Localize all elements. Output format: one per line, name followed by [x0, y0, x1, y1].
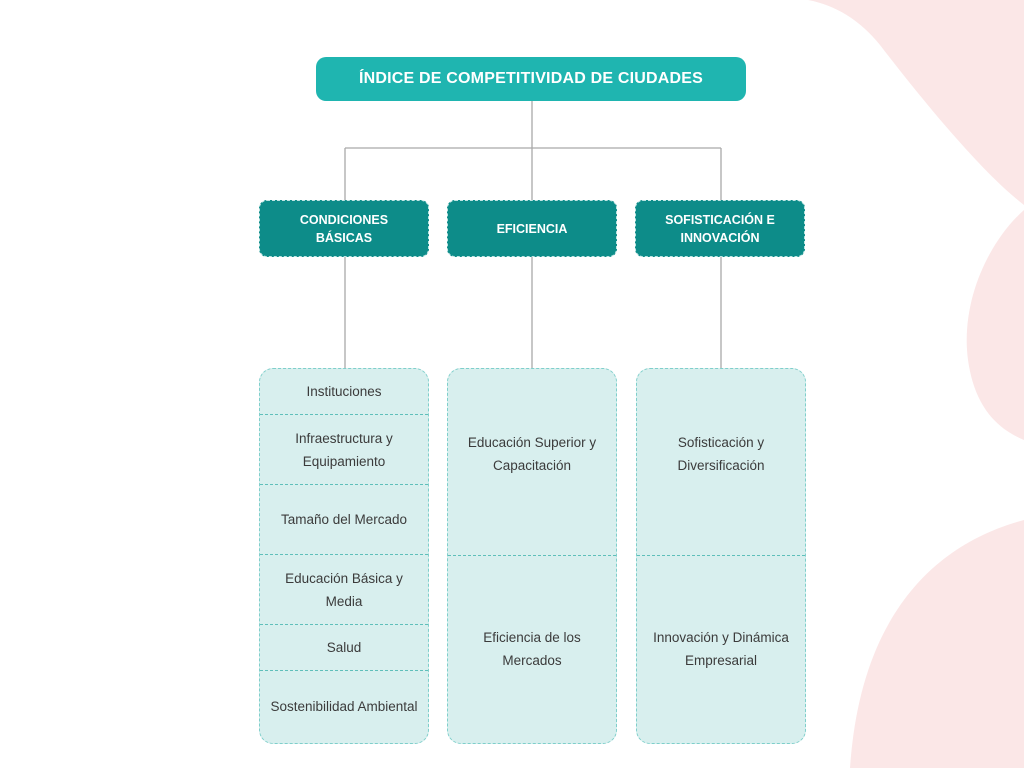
factors-sofisticacion-innovacion: Sofisticación y Diversificación Innovaci…	[636, 368, 806, 744]
factor-sofisticacion: Sofisticación y Diversificación	[637, 369, 805, 556]
root-node: ÍNDICE DE COMPETITIVIDAD DE CIUDADES	[316, 57, 746, 101]
factor-eficiencia-mercados: Eficiencia de los Mercados	[483, 630, 581, 668]
factor-educacion-basica: Educación Básica y Media	[260, 555, 428, 625]
pillar-title: SOFISTICACIÓN E INNOVACIÓN	[665, 212, 775, 245]
factors-eficiencia: Educación Superior y Capacitación Eficie…	[447, 368, 617, 744]
root-title: ÍNDICE DE COMPETITIVIDAD DE CIUDADES	[358, 70, 704, 87]
factor-instituciones: Instituciones	[260, 369, 428, 415]
factor-innovacion: Innovación y Dinámica Empresarial	[653, 630, 789, 668]
factor-sostenibilidad: Sostenibilidad Ambiental	[270, 698, 418, 714]
pillar-condiciones-basicas: CONDICIONES BÁSICAS	[259, 200, 429, 257]
pillar-sofisticacion-innovacion: SOFISTICACIÓN E INNOVACIÓN	[635, 200, 805, 257]
factor-infraestructura: Infraestructura y Equipamiento	[260, 415, 428, 485]
pillar-eficiencia: EFICIENCIA	[447, 200, 617, 257]
decor-shape-top	[808, 0, 1024, 205]
factor-educacion-superior: Educación Superior y Capacitación	[448, 369, 616, 556]
factors-condiciones-basicas: Instituciones Infraestructura y Equipami…	[259, 368, 429, 744]
decor-shape-middle	[966, 210, 1024, 440]
factor-tamano-mercado: Tamaño del Mercado	[260, 485, 428, 555]
pillar-title: EFICIENCIA	[496, 221, 568, 236]
decor-shape-bottom	[850, 520, 1024, 768]
factor-salud: Salud	[260, 625, 428, 671]
pillar-title: CONDICIONES BÁSICAS	[299, 212, 389, 245]
